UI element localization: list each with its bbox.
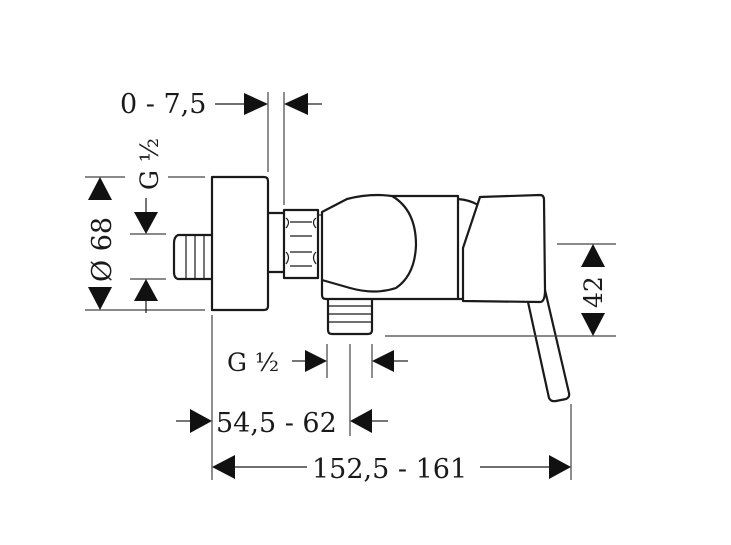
outlet-thread (326, 299, 374, 336)
dim-offset-label: 0 - 7,5 (120, 89, 206, 120)
dim-lever-height: 42 (385, 243, 616, 337)
dim-offset: 0 - 7,5 (120, 89, 322, 205)
dim-inlet-thread-label: G ½ (135, 138, 164, 190)
dim-wall-to-outlet: 54,5 - 62 (176, 315, 388, 480)
dim-overall-projection: 152,5 - 161 (212, 404, 572, 485)
lever-handle (461, 193, 571, 403)
hex-nut (282, 208, 323, 280)
dim-overall-projection-label: 152,5 - 161 (312, 454, 467, 485)
dim-lever-height-label: 42 (579, 276, 608, 308)
mixer-body (320, 193, 479, 301)
inlet-thread (172, 233, 212, 281)
dim-outlet-thread: G ½ (227, 344, 408, 378)
dim-outlet-thread-label: G ½ (227, 348, 279, 377)
dim-wall-to-outlet-label: 54,5 - 62 (216, 408, 337, 439)
dim-inlet-thread: G ½ (130, 138, 166, 313)
dim-escutcheon-diameter: Ø 68 (85, 176, 205, 311)
connector-stub (268, 211, 284, 274)
dim-escutcheon-diameter-label: Ø 68 (87, 217, 118, 282)
wall-escutcheon (210, 175, 270, 312)
